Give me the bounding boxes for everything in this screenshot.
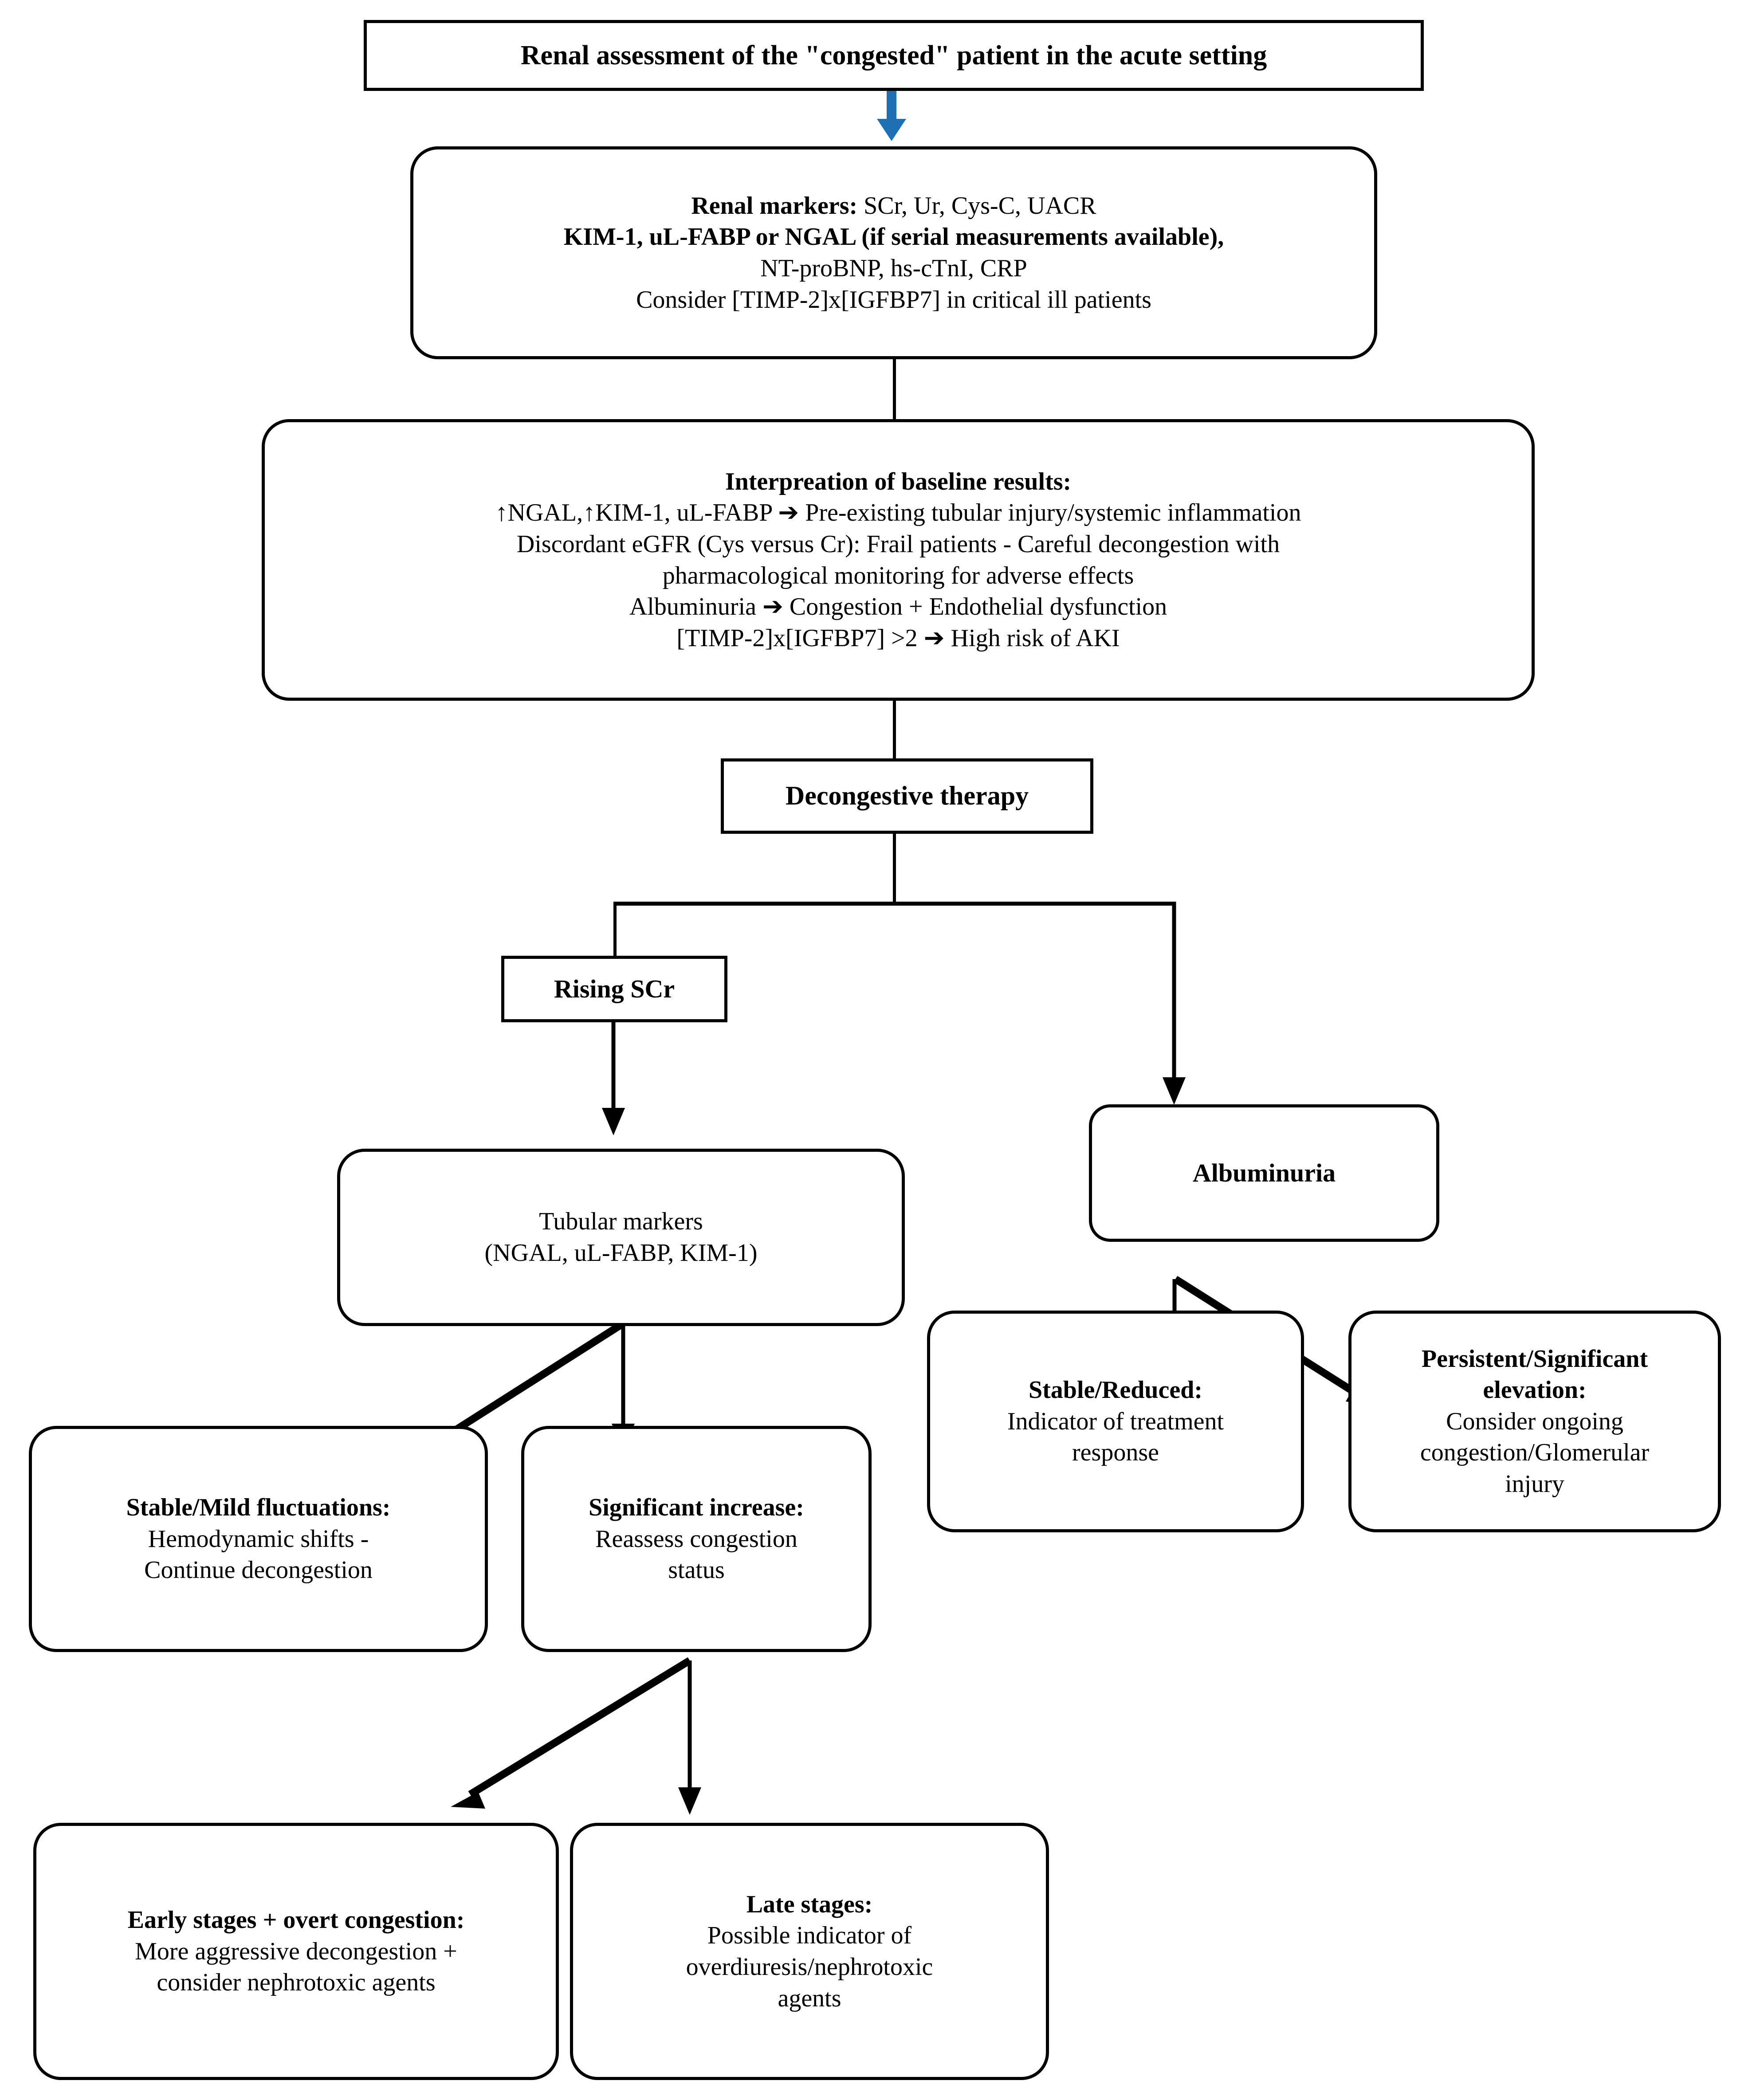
blue-block-arrow-title-to-markers [877, 89, 906, 141]
stable-mild-line-1: Hemodynamic shifts - [148, 1525, 369, 1553]
significant-increase-heading: Significant increase: [589, 1494, 804, 1522]
node-tubular-markers[interactable]: Tubular markers (NGAL, uL-FABP, KIM-1) [337, 1149, 905, 1326]
late-stages-heading: Late stages: [746, 1890, 873, 1918]
persistent-elevation-line-1: Consider ongoing [1446, 1407, 1623, 1435]
interpretation-line-3: pharmacological monitoring for adverse e… [662, 561, 1134, 589]
renal-markers-line-1: Renal markers: SCr, Ur, Cys-C, UACR [691, 192, 1096, 220]
node-significant-increase[interactable]: Significant increase: Reassess congestio… [521, 1426, 872, 1652]
connector-therapy-to-split [893, 832, 896, 905]
node-stable-reduced[interactable]: Stable/Reduced: Indicator of treatment r… [927, 1311, 1304, 1532]
split-bar-therapy [613, 902, 1174, 906]
interpretation-line-4: Albuminuria ➔ Congestion + Endothelial d… [629, 593, 1167, 621]
late-stages-line-3: agents [778, 1984, 841, 2012]
early-stages-line-2: consider nephrotoxic agents [157, 1969, 436, 1997]
early-stages-heading: Early stages + overt congestion: [127, 1906, 465, 1934]
node-persistent-elevation[interactable]: Persistent/Significant elevation: Consid… [1348, 1311, 1721, 1532]
tubular-markers-line-2: (NGAL, uL-FABP, KIM-1) [484, 1239, 758, 1267]
arrows-significant-to-children [451, 1657, 701, 1815]
node-early-stages[interactable]: Early stages + overt congestion: More ag… [33, 1823, 559, 2080]
rising-scr-label: Rising SCr [554, 974, 675, 1004]
renal-markers-line-2: KIM-1, uL-FABP or NGAL (if serial measur… [563, 223, 1224, 251]
node-rising-scr[interactable]: Rising SCr [501, 956, 727, 1022]
node-late-stages[interactable]: Late stages: Possible indicator of overd… [570, 1823, 1049, 2080]
late-stages-line-2: overdiuresis/nephrotoxic [686, 1953, 933, 1981]
node-renal-markers[interactable]: Renal markers: SCr, Ur, Cys-C, UACR KIM-… [410, 146, 1377, 359]
persistent-elevation-heading-1: Persistent/Significant [1421, 1345, 1648, 1373]
stable-reduced-line-1: Indicator of treatment [1007, 1407, 1224, 1435]
stable-reduced-line-2: response [1072, 1439, 1159, 1467]
significant-increase-line-1: Reassess congestion [595, 1525, 798, 1553]
stable-mild-heading: Stable/Mild fluctuations: [126, 1494, 391, 1522]
early-stages-line-1: More aggressive decongestion + [135, 1937, 457, 1965]
node-stable-mild-fluctuations[interactable]: Stable/Mild fluctuations: Hemodynamic sh… [29, 1426, 488, 1652]
title-box-label: Renal assessment of the "congested" pati… [520, 40, 1267, 71]
decongestive-therapy-label: Decongestive therapy [785, 781, 1029, 811]
albuminuria-label: Albuminuria [1192, 1158, 1336, 1188]
late-stages-line-1: Possible indicator of [707, 1922, 912, 1950]
persistent-elevation-heading-2: elevation: [1483, 1376, 1587, 1404]
node-title-box[interactable]: Renal assessment of the "congested" pati… [364, 20, 1424, 91]
interpretation-line-2: Discordant eGFR (Cys versus Cr): Frail p… [516, 530, 1280, 558]
stable-reduced-heading: Stable/Reduced: [1029, 1376, 1202, 1404]
stable-mild-line-2: Continue decongestion [144, 1556, 373, 1584]
node-decongestive-therapy[interactable]: Decongestive therapy [721, 758, 1093, 834]
significant-increase-line-2: status [668, 1556, 725, 1584]
tubular-markers-line-1: Tubular markers [539, 1208, 703, 1236]
connector-interpretation-to-therapy [893, 699, 896, 761]
arrow-split-to-albuminuria [1163, 902, 1186, 1105]
persistent-elevation-line-2: congestion/Glomerular [1420, 1439, 1650, 1467]
renal-markers-line-3: NT-proBNP, hs-cTnI, CRP [760, 255, 1027, 282]
interpretation-heading: Interpreation of baseline results: [725, 467, 1072, 495]
renal-markers-line-4: Consider [TIMP-2]x[IGFBP7] in critical i… [636, 286, 1151, 314]
persistent-elevation-line-3: injury [1505, 1470, 1564, 1498]
arrow-rising-scr-to-tubular [602, 1020, 625, 1135]
node-albuminuria[interactable]: Albuminuria [1089, 1104, 1439, 1242]
interpretation-line-5: [TIMP-2]x[IGFBP7] >2 ➔ High risk of AKI [676, 624, 1120, 652]
node-interpretation[interactable]: Interpreation of baseline results: ↑NGAL… [262, 419, 1535, 701]
connector-split-to-rising-scr [613, 902, 617, 959]
interpretation-line-1: ↑NGAL,↑KIM-1, uL-FABP ➔ Pre-existing tub… [495, 499, 1301, 527]
connector-markers-to-interpretation [893, 359, 896, 421]
